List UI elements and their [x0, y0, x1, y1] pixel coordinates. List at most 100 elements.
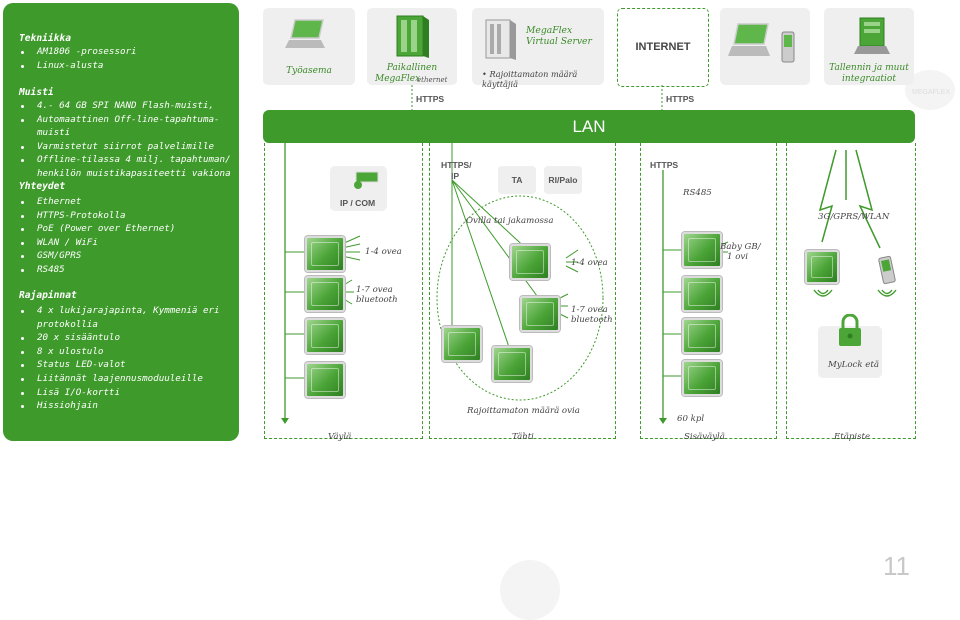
internet-label: INTERNET	[635, 41, 691, 53]
list-item: HTTPS-Protokolla	[19, 209, 234, 223]
controller-device	[305, 318, 345, 354]
mobile-phone-icon	[878, 255, 896, 285]
list-item: Linux-alusta	[19, 59, 234, 73]
label-1-7-line2: bluetooth	[356, 295, 398, 305]
list-item: PoE (Power over Ethernet)	[19, 222, 234, 236]
local-line1: Paikallinen	[386, 63, 438, 73]
server-line2: Virtual Server	[526, 36, 592, 47]
recorder-icon	[854, 17, 890, 54]
bus-lines	[281, 143, 881, 424]
controller-device	[682, 360, 722, 396]
list-item: AM1806 -prosessori	[19, 45, 234, 59]
recorders-line1: Tallennin ja muut	[829, 63, 909, 73]
wireless-icon	[813, 289, 833, 297]
controller-device	[305, 276, 345, 312]
list-item: 8 x ulostulo	[19, 345, 234, 359]
remote-devices-card	[720, 8, 810, 85]
page-number: 11	[883, 551, 910, 581]
server-icon	[396, 15, 429, 58]
ri-palo-box: RI/Palo	[544, 166, 582, 194]
list-item: Offline-tilassa 4 milj. tapahtuman/ henk…	[19, 153, 234, 180]
server-note: • Rajoittamaton määrä käyttäjiä	[482, 69, 578, 89]
internet-box: INTERNET	[617, 8, 709, 87]
list-item: Hissiohjain	[19, 399, 234, 413]
footer-sisavayla: Sisäväylä	[684, 432, 725, 442]
mylock-label: MyLock etä	[828, 360, 879, 370]
footer-vayla: Väylä	[328, 432, 352, 442]
label-baby-line2: 1 ovi	[727, 252, 748, 262]
connector-lines	[411, 85, 663, 110]
list-item: RS485	[19, 263, 234, 277]
workstation-card: Työasema	[263, 8, 355, 85]
recorders-card: Tallennin ja muut integraatiot	[824, 8, 914, 85]
https-label-3: HTTPS	[650, 160, 679, 170]
ta-box: TA	[498, 166, 536, 194]
controller-device	[682, 232, 722, 268]
list-item: Varmistetut siirrot palvelimille	[19, 140, 234, 154]
server-icon	[485, 19, 516, 60]
https-ip-label-1: HTTPS/	[441, 160, 472, 170]
controller-device	[442, 326, 482, 362]
panel-vayla	[264, 143, 423, 439]
laptop-icon	[728, 23, 770, 56]
controller-device	[305, 236, 345, 272]
section-title-muisti: Muisti	[19, 87, 54, 98]
label-1-7-b-line2: bluetooth	[571, 315, 613, 325]
workstation-label: Työasema	[286, 66, 332, 76]
https-ip-label-2: IP	[451, 171, 460, 181]
ip-com-box: IP / COM	[330, 166, 387, 211]
https-label-right: HTTPS	[666, 94, 695, 104]
controller-device	[682, 276, 722, 312]
label-1-4-ovea: 1-4 ovea	[365, 247, 402, 257]
footer-tahti: Tähti	[512, 432, 534, 442]
panel-tahti	[429, 143, 616, 439]
mobile-phone-icon	[781, 31, 795, 63]
muisti-list: 4.- 64 GB SPI NAND Flash-muisti, Automaa…	[19, 99, 234, 181]
label-1-7-line1: 1-7 ovea	[356, 285, 393, 295]
ip-com-label: IP / COM	[340, 198, 376, 208]
label-rs485: RS485	[683, 188, 712, 198]
label-unlimited-doors: Rajoittamaton määrä ovia	[467, 406, 580, 416]
watermark-text: MEGAFLEX	[912, 89, 951, 96]
label-1-4-ovea-b: 1-4 ovea	[571, 258, 608, 268]
padlock-icon	[839, 314, 861, 346]
list-item: 20 x sisääntulo	[19, 331, 234, 345]
section-title-yhteydet: Yhteydet	[19, 181, 66, 192]
server-line1: MegaFlex	[526, 25, 573, 36]
label-wired-or-split: Ovilla tai jakamossa	[466, 216, 554, 226]
list-item: Status LED-valot	[19, 358, 234, 372]
mylock-card: MyLock etä	[818, 314, 882, 378]
wireless-icon	[877, 289, 897, 297]
camera-icon	[354, 171, 379, 189]
laptop-icon	[285, 19, 325, 48]
list-item: WLAN / WiFi	[19, 236, 234, 250]
features-panel: Tekniikka AM1806 -prosessori Linux-alust…	[3, 3, 239, 441]
lan-bar: LAN	[263, 110, 915, 143]
label-60-kpl: 60 kpl	[677, 414, 705, 424]
list-item: Liitännät laajennusmoduuleille	[19, 372, 234, 386]
list-item: 4 x lukijarajapinta, Kymmeniä eri protok…	[19, 304, 234, 331]
rajapinnat-list: 4 x lukijarajapinta, Kymmeniä eri protok…	[19, 304, 234, 413]
recorders-line2: integraatiot	[842, 74, 896, 84]
list-item: Lisä I/O-kortti	[19, 386, 234, 400]
list-item: GSM/GPRS	[19, 249, 234, 263]
footer-etapiste: Etäpiste	[834, 432, 871, 442]
controller-device	[520, 296, 560, 332]
panel-etapiste	[786, 143, 916, 439]
controller-device	[682, 318, 722, 354]
local-suffix: ethernet	[417, 76, 448, 84]
local-megaflex-card: Paikallinen MegaFlex ethernet	[367, 8, 457, 85]
section-title-tekniikka: Tekniikka	[19, 33, 71, 44]
local-line2: MegaFlex	[375, 74, 421, 84]
label-3g-gprs-wlan: 3G/GPRS/WLAN	[818, 212, 890, 222]
list-item: Ethernet	[19, 195, 234, 209]
list-item: 4.- 64 GB SPI NAND Flash-muisti,	[19, 99, 234, 113]
controller-device	[805, 250, 839, 284]
section-title-rajapinnat: Rajapinnat	[19, 290, 77, 301]
virtual-server-card: MegaFlex Virtual Server • Rajoittamaton …	[472, 8, 604, 89]
controller-device	[492, 346, 532, 382]
https-label-left: HTTPS	[416, 94, 445, 104]
tekniikka-list: AM1806 -prosessori Linux-alusta	[19, 45, 234, 72]
list-item: Automaattinen Off-line-tapahtuma-muisti	[19, 113, 234, 140]
label-1-7-b-line1: 1-7 ovea	[571, 305, 608, 315]
